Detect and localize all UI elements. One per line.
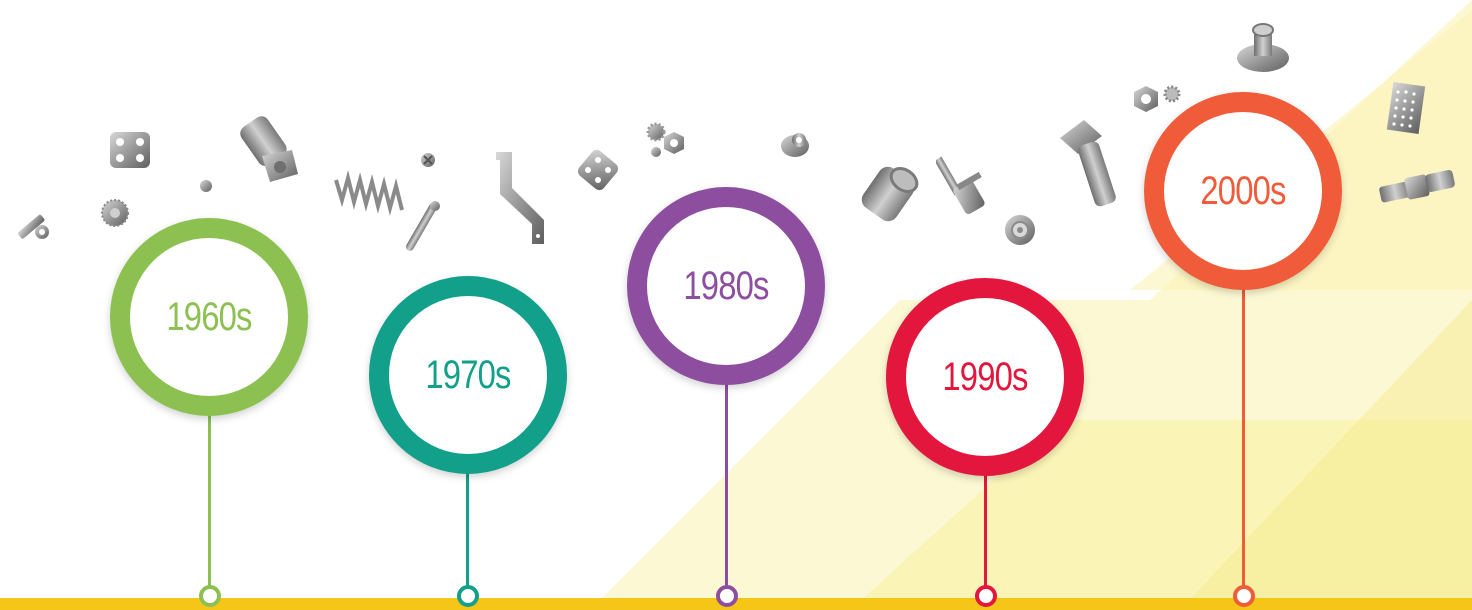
small-screw-icon bbox=[421, 153, 435, 167]
milestone-1990s: 1990s bbox=[886, 278, 1084, 476]
node-1990s bbox=[975, 585, 997, 607]
shaft-icon bbox=[936, 156, 985, 215]
washer-icon bbox=[1005, 215, 1035, 245]
milestone-1970s: 1970s bbox=[369, 276, 567, 474]
milestone-label: 1960s bbox=[166, 294, 252, 339]
stem-1990s bbox=[984, 470, 987, 594]
hex-bolt-icon bbox=[1060, 120, 1116, 207]
pin-icon bbox=[406, 201, 440, 251]
bg-shape bbox=[1180, 300, 1472, 610]
bushing-icon bbox=[240, 116, 298, 182]
nut-gear-icon bbox=[646, 122, 684, 157]
stem-2000s bbox=[1242, 282, 1245, 594]
stem-1980s bbox=[725, 376, 728, 594]
timeline-axis bbox=[0, 598, 1472, 610]
milestone-label: 1970s bbox=[425, 352, 511, 397]
milestone-1980s: 1980s bbox=[627, 187, 825, 385]
perforated-plate-icon bbox=[1386, 82, 1426, 134]
ball-icon bbox=[200, 180, 212, 192]
node-2000s bbox=[1233, 585, 1255, 607]
connector-icon bbox=[1379, 170, 1455, 203]
gear-disc-icon bbox=[101, 199, 129, 227]
thumb-nut-icon bbox=[1237, 23, 1289, 72]
bent-bracket-icon bbox=[496, 152, 544, 244]
milestone-label: 1980s bbox=[683, 263, 769, 308]
node-1970s bbox=[457, 585, 479, 607]
milestone-label: 2000s bbox=[1200, 168, 1286, 213]
bracket-plate-icon bbox=[110, 132, 150, 168]
cup-bushing-icon bbox=[861, 166, 919, 222]
milestone-1960s: 1960s bbox=[110, 218, 308, 416]
screw-icon bbox=[17, 214, 49, 239]
hex-nut-gear-icon bbox=[1134, 85, 1181, 112]
bg-shape bbox=[850, 420, 1472, 610]
spring-icon bbox=[334, 170, 404, 216]
milestone-2000s: 2000s bbox=[1144, 92, 1342, 290]
node-1980s bbox=[716, 585, 738, 607]
stem-1970s bbox=[466, 460, 469, 594]
node-1960s bbox=[199, 585, 221, 607]
milestone-label: 1990s bbox=[942, 354, 1028, 399]
stem-1960s bbox=[208, 398, 211, 594]
square-plate-icon bbox=[577, 149, 619, 191]
knob-icon bbox=[781, 133, 809, 157]
